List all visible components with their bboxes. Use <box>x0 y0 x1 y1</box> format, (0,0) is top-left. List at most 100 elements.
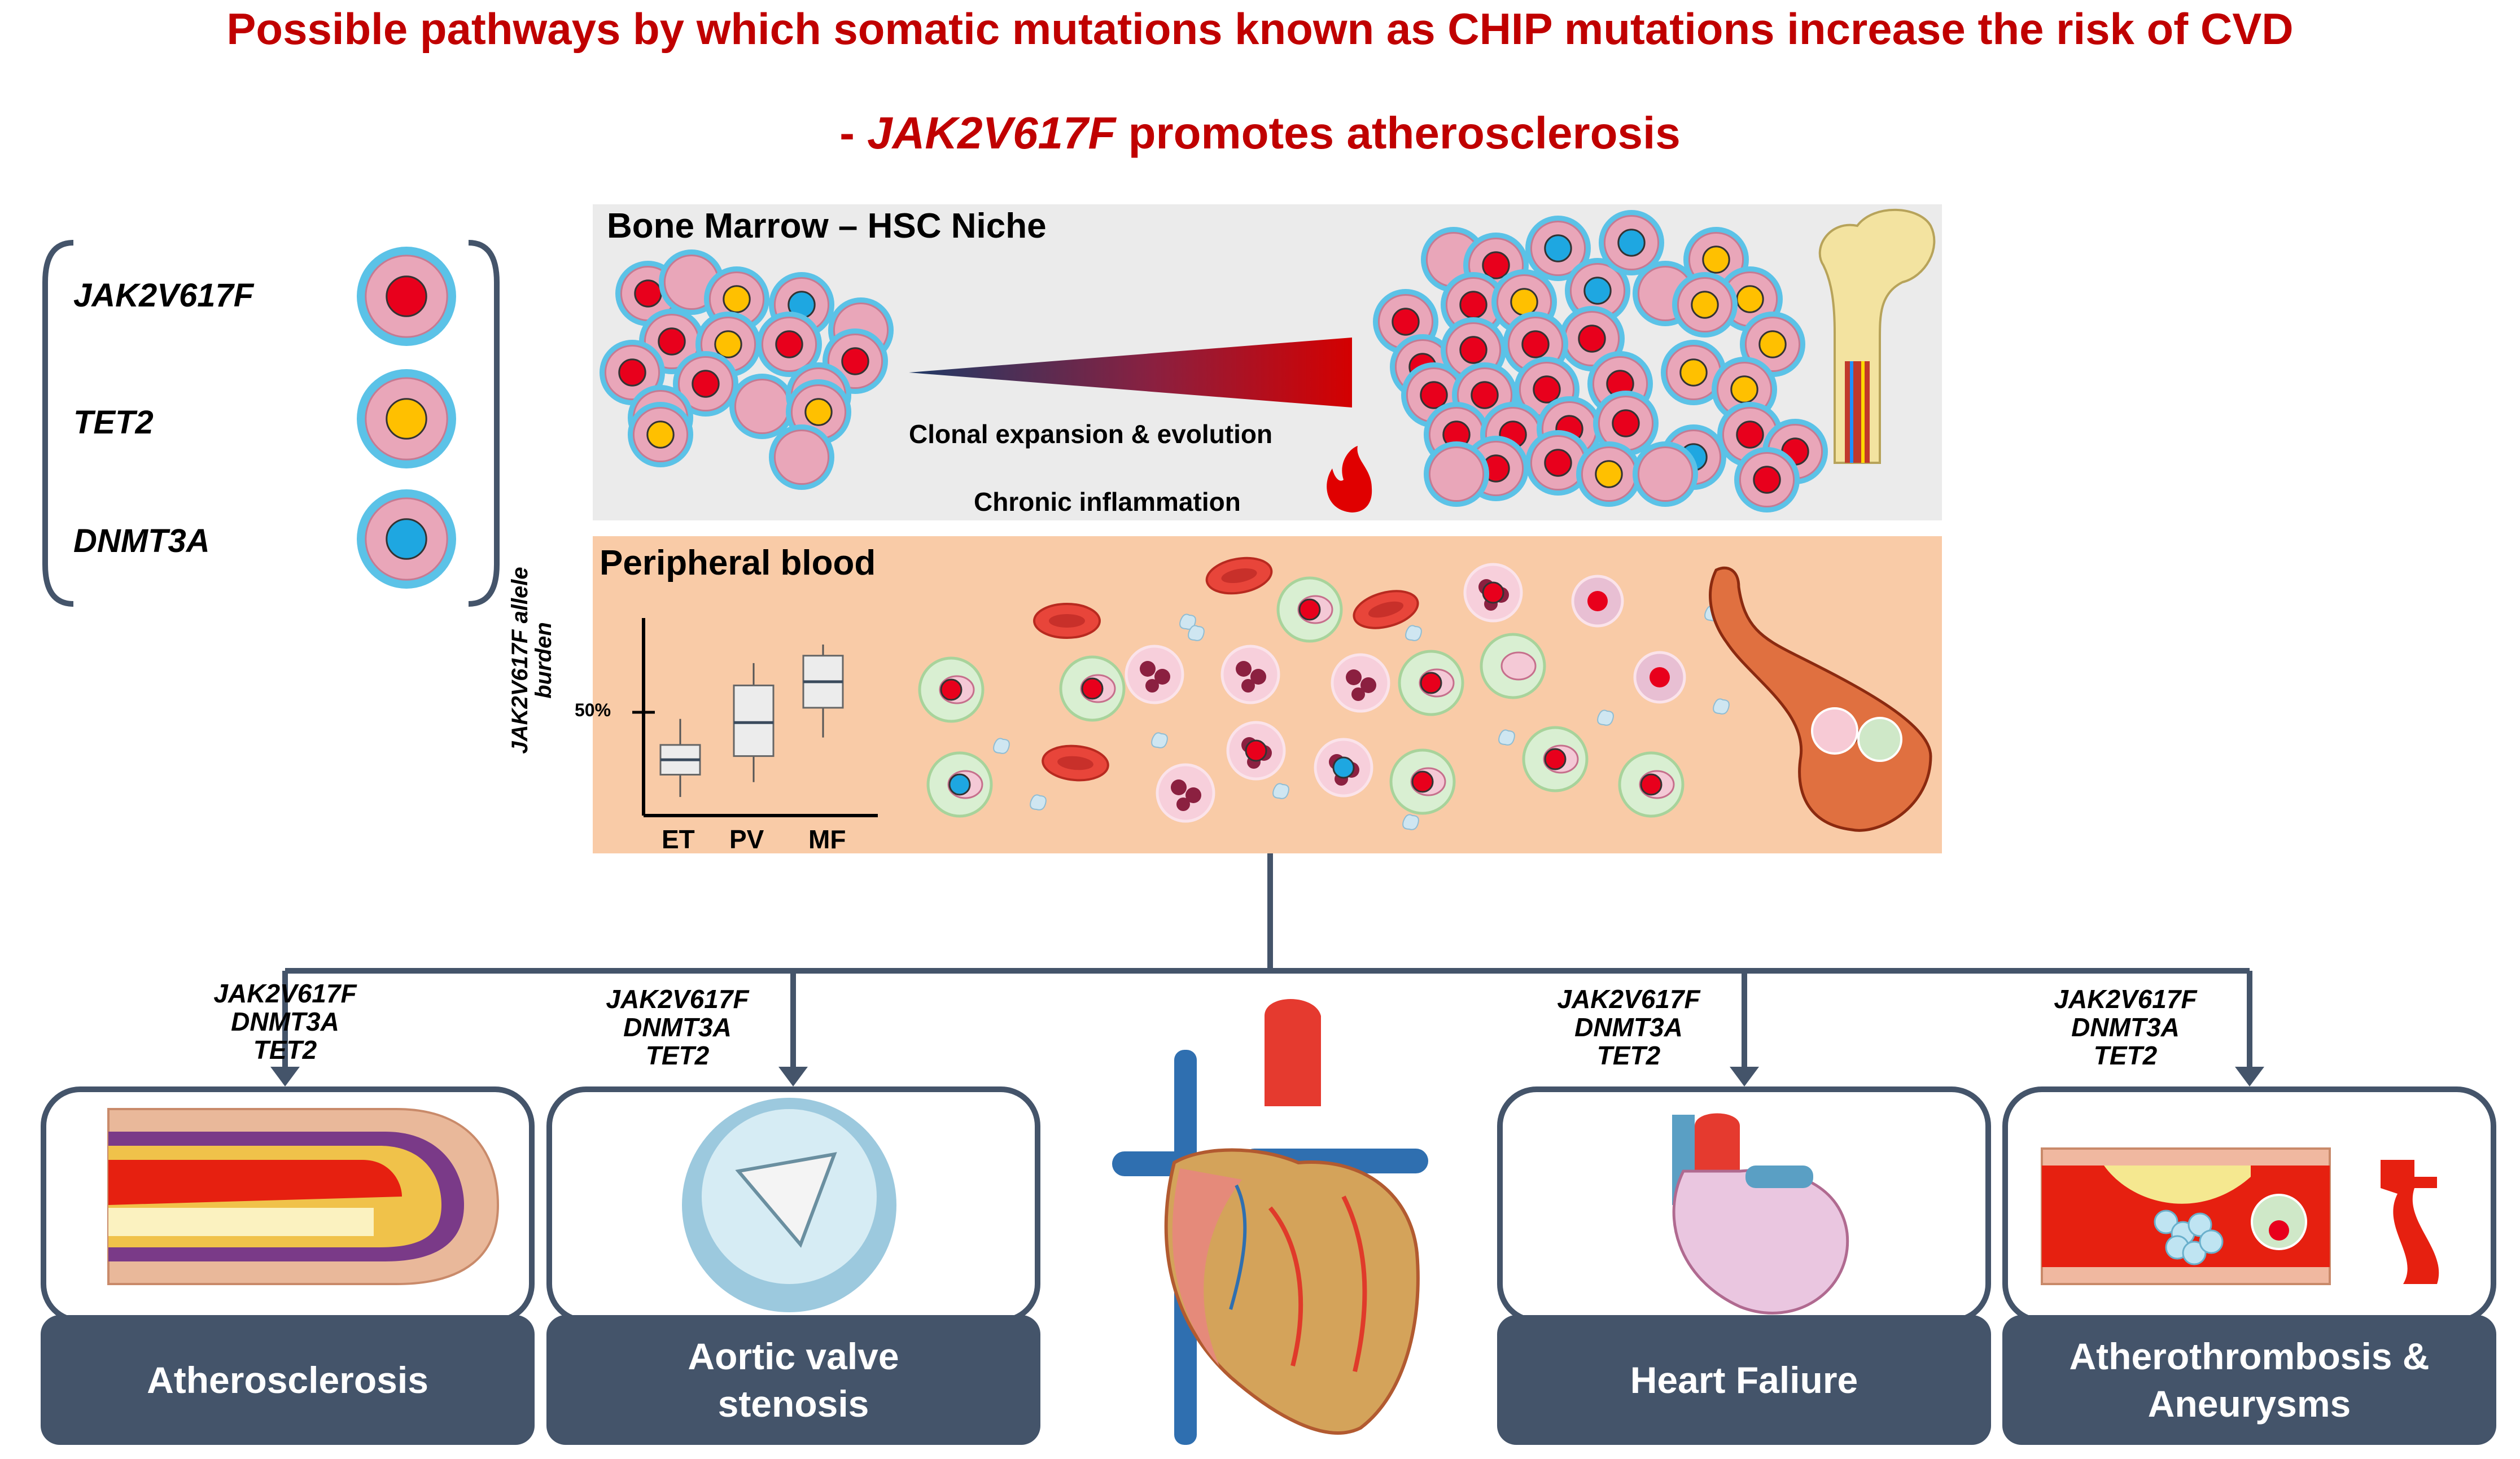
atherosclerosis-label: Atherosclerosis <box>41 1315 535 1445</box>
connector-arrow-2 <box>778 971 808 1086</box>
legend-cell-dnmt3a <box>357 489 456 589</box>
red-blood-cell <box>1042 744 1109 782</box>
chronic-inflammation-label: Chronic inflammation <box>974 487 1241 516</box>
red-blood-cell <box>1353 590 1419 629</box>
flame-icon <box>1327 446 1372 512</box>
platelet <box>993 738 1010 754</box>
lymphocyte <box>1633 651 1686 704</box>
bone-marrow-cell <box>1734 447 1800 512</box>
platelet <box>1597 709 1614 726</box>
bone-marrow-cell <box>673 351 738 417</box>
neutrophil <box>1314 738 1373 798</box>
monocyte <box>1059 655 1126 722</box>
enlarged-heart-illustration <box>1672 1113 1849 1315</box>
neutrophil <box>1331 653 1390 713</box>
platelet <box>1151 732 1168 748</box>
heart-failure-card <box>1497 1086 1991 1324</box>
platelet <box>1713 698 1730 715</box>
neutrophil <box>1125 645 1184 704</box>
monocyte <box>918 656 985 723</box>
platelet <box>1405 625 1422 641</box>
peripheral-blood-heading: Peripheral blood <box>600 544 876 582</box>
red-blood-cell <box>1033 603 1101 639</box>
red-blood-cell <box>1205 557 1273 595</box>
box-plot-xtick-et: ET <box>662 825 695 854</box>
monocyte <box>1398 650 1464 716</box>
clonal-expansion-label: Clonal expansion & evolution <box>909 419 1273 449</box>
lymphocyte <box>1571 575 1624 628</box>
legend-gene-jak2: JAK2V617F <box>73 277 254 314</box>
atherosclerosis-card <box>41 1086 535 1324</box>
valve-illustration <box>682 1098 896 1312</box>
atherothrombosis-label: Atherothrombosis &Aneurysms <box>2002 1315 2496 1445</box>
bone-marrow-cell <box>1633 441 1698 507</box>
subtitle-suffix: promotes atherosclerosis <box>1115 108 1681 158</box>
box-plot-xtick-pv: PV <box>729 825 764 854</box>
bone-marrow-cell <box>769 424 834 490</box>
connector-arrow-3 <box>1730 971 1759 1086</box>
platelet <box>1188 625 1205 641</box>
box-plot <box>632 618 878 817</box>
atherothrombosis-card <box>2002 1086 2496 1324</box>
box-et <box>659 718 701 798</box>
figure-title: Possible pathways by which somatic mutat… <box>226 4 2294 54</box>
aortic-valve-card <box>546 1086 1040 1324</box>
connector-arrow-1 <box>270 971 300 1086</box>
bone-marrow-cell <box>1599 210 1664 275</box>
neutrophil <box>1156 763 1215 823</box>
bone-marrow-cell <box>1672 272 1738 338</box>
bone-marrow-cell <box>1593 391 1659 456</box>
monocyte <box>1276 576 1343 643</box>
subtitle-gene: JAK2V617F <box>867 108 1116 158</box>
box-plot-ylabel: JAK2V617F allele burden <box>508 567 556 754</box>
subtitle-prefix: - <box>839 108 868 158</box>
box-plot-xtick-mf: MF <box>808 825 846 854</box>
bone-marrow-cell <box>628 402 693 467</box>
artery-illustration <box>107 1108 500 1285</box>
neutrophil <box>1220 645 1280 704</box>
legend-gene-dnmt3a: DNMT3A <box>73 523 210 559</box>
box-mf <box>802 644 844 738</box>
neutrophil <box>1463 563 1523 623</box>
platelet <box>1179 614 1196 630</box>
heart-failure-label: Heart Faliure <box>1497 1315 1991 1445</box>
blood-vessel-icon <box>1709 566 1932 832</box>
neutrophil <box>1226 721 1286 781</box>
bone-marrow-cell <box>729 374 795 439</box>
plaque-aneurysm-illustration <box>2041 1147 2439 1285</box>
platelet <box>1498 729 1515 746</box>
monocyte <box>1389 748 1456 815</box>
platelet <box>1272 783 1289 799</box>
connector-lines <box>285 853 2250 974</box>
platelet <box>1402 814 1419 830</box>
monocyte <box>1522 726 1589 792</box>
box-plot-ytick-50: 50% <box>575 700 611 720</box>
monocyte <box>1480 633 1546 699</box>
expansion-wedge <box>909 338 1352 408</box>
figure-subtitle: - JAK2V617F promotes atherosclerosis <box>0 107 2520 159</box>
platelet <box>1030 794 1047 810</box>
legend-gene-tet2: TET2 <box>73 404 154 441</box>
bone-marrow-cell <box>1661 340 1726 405</box>
bone-marrow-cell <box>1525 430 1591 496</box>
bone-marrow-cell <box>1525 216 1591 281</box>
bone-marrow-cell <box>1424 441 1489 507</box>
monocyte <box>926 751 993 818</box>
bone-marrow-cell <box>1576 441 1642 507</box>
legend-bracket-left <box>42 240 74 607</box>
bone-marrow-heading: Bone Marrow – HSC Niche <box>607 207 1047 246</box>
legend-bracket-right <box>468 240 500 607</box>
monocyte <box>1618 751 1685 818</box>
connector-arrow-4 <box>2235 971 2264 1086</box>
legend-cell-jak2 <box>357 247 456 346</box>
heart-illustration <box>1112 999 1428 1445</box>
bone-icon <box>1818 208 1936 464</box>
box-pv <box>733 663 775 782</box>
bone-marrow-cell <box>1514 357 1580 422</box>
